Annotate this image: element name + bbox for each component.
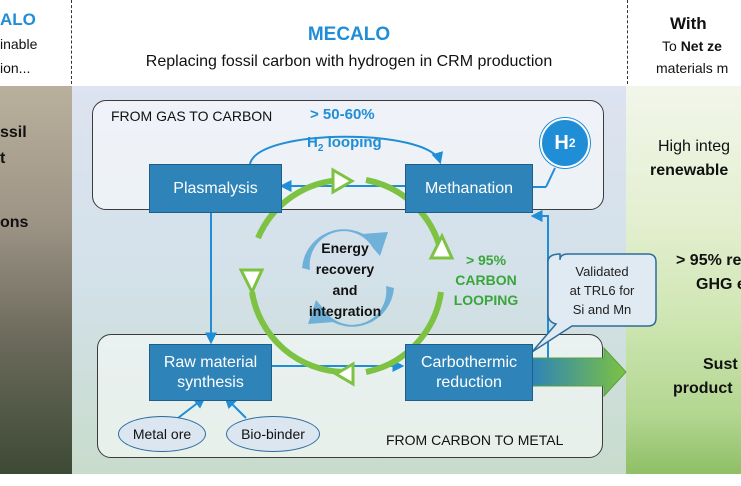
carbothermic-label-line1: Carbothermic	[420, 354, 518, 372]
center-text-line3: and	[332, 282, 358, 298]
callout-text: Validated at TRL6 for Si and Mn	[552, 262, 652, 319]
callout-line2: at TRL6 for	[569, 283, 635, 298]
bottom-strip	[0, 474, 741, 486]
center-text-line1: Energy	[321, 240, 369, 256]
callout-line3: Si and Mn	[572, 302, 632, 317]
left-panel-line1: ssil	[0, 124, 27, 141]
right-header-title: With	[670, 14, 707, 33]
right-panel-line1: High integ	[658, 138, 731, 155]
plasmalysis-box: Plasmalysis	[149, 164, 282, 213]
h2-looping-label: H2 looping	[307, 134, 382, 154]
left-header-line2: inable	[0, 36, 38, 52]
energy-recovery-text: Energy recovery and integration	[295, 238, 395, 322]
bio-binder-label: Bio-binder	[241, 426, 305, 442]
metal-ore-input: Metal ore	[118, 416, 206, 452]
left-panel-photo	[0, 86, 72, 474]
center-header-title: MECALO	[307, 24, 391, 45]
carbothermic-reduction-box: Carbothermic reduction	[405, 344, 533, 401]
h2-looping-sub: 2	[317, 143, 324, 154]
center-header-subtitle: Replacing fossil carbon with hydrogen in…	[145, 53, 553, 70]
bio-binder-input-arrow	[224, 396, 247, 419]
right-panel-line4: GHG e	[696, 276, 741, 293]
metal-ore-label: Metal ore	[132, 426, 192, 442]
loop-arrowhead-bottom	[333, 361, 355, 387]
output-arrow	[531, 346, 627, 398]
right-header-line2-prefix: To	[662, 38, 681, 54]
right-panel-line3: > 95% re	[676, 252, 741, 269]
loop-arrowhead-right	[428, 232, 455, 260]
methanation-box: Methanation	[405, 164, 533, 213]
metal-ore-input-arrow	[177, 396, 206, 419]
center-text-line2: recovery	[315, 261, 375, 277]
right-panel-line2: renewable	[650, 162, 729, 179]
header-separator-right	[627, 0, 628, 84]
callout-bubble-shape	[531, 253, 657, 353]
right-panel-line5: Sust	[703, 356, 738, 373]
recycle-icon	[302, 229, 394, 327]
h2-looping-arc	[249, 135, 443, 165]
left-panel-line2: t	[0, 150, 6, 167]
carbon-looping-label-line2: LOOPING	[453, 292, 519, 308]
carbon-looping-label-line1: CARBON	[455, 272, 517, 288]
gas-to-carbon-label: FROM GAS TO CARBON	[111, 108, 273, 124]
loop-arrowhead-left	[238, 268, 265, 296]
left-panel-line3: ons	[0, 214, 29, 231]
callout-line1: Validated	[575, 264, 629, 279]
raw-material-label-line2: synthesis	[177, 373, 244, 391]
right-header-line2: To Net ze	[662, 38, 722, 54]
loop-arrowhead-top	[331, 167, 355, 195]
left-header-line3: ion...	[0, 60, 31, 76]
left-header-title: ALO	[0, 10, 36, 29]
carbon-to-metal-label: FROM CARBON TO METAL	[386, 432, 564, 448]
h2-looping-suffix: looping	[323, 134, 382, 151]
h2-badge-main: H	[554, 131, 569, 154]
center-text-line4: integration	[308, 303, 382, 319]
methanation-label: Methanation	[424, 179, 514, 197]
bio-binder-input: Bio-binder	[226, 416, 320, 452]
right-header-line2-bold: Net ze	[680, 38, 722, 54]
h2-looping-prefix: H	[307, 134, 318, 151]
h2-looping-percentage: > 50-60%	[310, 106, 375, 123]
raw-material-synthesis-box: Raw material synthesis	[149, 344, 272, 401]
carbon-looping-percentage: > 95%	[465, 252, 507, 268]
carbothermic-label-line2: reduction	[436, 373, 502, 391]
header-bar	[0, 0, 741, 86]
right-panel-line6: product	[673, 380, 733, 397]
carbon-looping-text: > 95% CARBON LOOPING	[446, 250, 526, 310]
h2-badge-sub: 2	[568, 136, 576, 150]
raw-material-label-line1: Raw material	[163, 354, 258, 372]
plasmalysis-label: Plasmalysis	[173, 179, 258, 197]
header-separator-left	[71, 0, 72, 84]
right-header-line3: materials m	[656, 60, 729, 76]
